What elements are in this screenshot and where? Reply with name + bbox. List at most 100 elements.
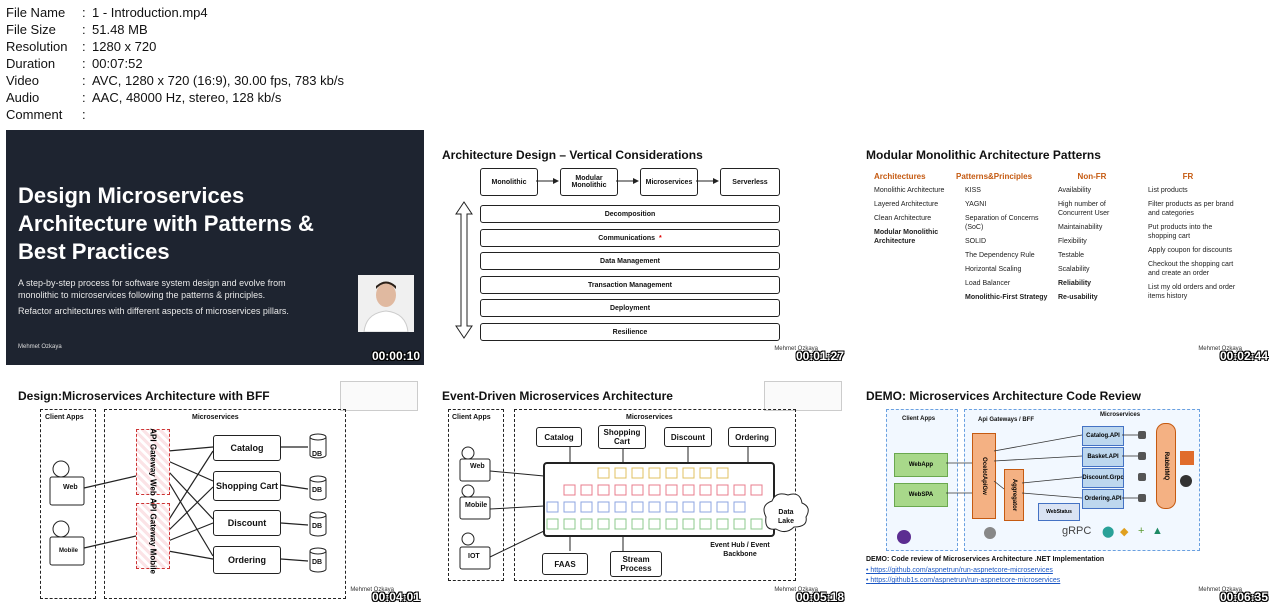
grpc-logo: gRPC [1062,525,1092,537]
microservices-label: Microservices [192,414,239,421]
slide-author: Mehmet Ozkaya [18,344,62,350]
thumbnail-4[interactable]: Design:Microservices Architecture with B… [6,371,424,606]
slide-title: Architecture Design – Vertical Considera… [442,148,703,162]
client-iot-label: IOT [468,553,480,560]
column-patterns: Patterns&Principles KISS YAGNI Separatio… [956,172,1048,301]
client-mobile-label: Mobile [465,502,488,509]
info-row: File Size:51.48 MB [6,22,148,37]
slide-author: Mehmet Ozkaya [350,587,394,593]
db-label: DB [312,451,323,458]
elastic-icon: ⬤ [1102,526,1115,538]
service-shopping-cart: Shopping Cart [598,425,646,449]
layer-deployment: Deployment [480,299,780,317]
slide: Modular Monolithic Architecture Patterns… [854,130,1272,365]
column-non-fr: Non-FR Availability High number of Concu… [1058,172,1110,301]
microservices-group [104,409,346,599]
file-info: File Name:1 - Introduction.mp4 File Size… [6,4,344,123]
data-lake-label: Data Lake [778,509,794,525]
slide: Design:Microservices Architecture with B… [6,371,424,606]
slide-title: Event-Driven Microservices Architecture [442,389,673,403]
slide-title: Modular Monolithic Architecture Patterns [866,148,1101,162]
api-gateway-mobile: API Gateway Mobile [136,498,170,574]
client-apps-label: Client Apps [452,414,491,421]
event-diagram [459,446,809,570]
webstatus-box: WebStatus [1038,503,1080,521]
slide: Architecture Design – Vertical Considera… [430,130,848,365]
info-row: Video:AVC, 1280 x 720 (16:9), 30.00 fps,… [6,73,344,88]
webspa-box: WebSPA [894,483,948,507]
timestamp: 00:06:35 [1219,590,1268,604]
ocelot-gateway: OcelotApiGw [972,433,996,519]
thumbnail-1[interactable]: Design Microservices Architecture with P… [6,130,424,365]
demo-text: DEMO: Code review of Microservices Archi… [866,556,1105,563]
timestamp: 00:01:27 [795,349,844,363]
slide-title: Design:Microservices Architecture with B… [18,389,270,403]
course-title: Design Microservices Architecture with P… [18,183,314,264]
step-monolithic: Monolithic [480,168,538,196]
presenter-photo [358,275,414,333]
step-modular-monolithic: Modular Monolithic [560,168,618,196]
arrows [455,178,719,339]
discount-grpc-box: Discount.Grpc [1082,468,1124,488]
mini-diagram [764,381,842,411]
repo-link[interactable]: • https://github.com/aspnetrun/run-aspne… [866,567,1053,574]
thumbnail-6[interactable]: DEMO: Microservices Architecture Code Re… [854,371,1272,606]
slide: DEMO: Microservices Architecture Code Re… [854,371,1272,606]
kibana-icon: ◆ [1120,526,1129,538]
stream-process-box: Stream Process [610,551,662,577]
client-apps-group [448,409,504,581]
layer-communications: Communications* [480,229,780,247]
service-shopping-cart: Shopping Cart [213,471,281,501]
gateways-label: Api Gateways / BFF [978,417,1035,423]
aggregator-box: Aggregator [1004,469,1024,521]
info-row: Comment: [6,107,86,122]
client-apps-group [40,409,96,599]
repo-link-github1s[interactable]: • https://github1s.com/aspnetrun/run-asp… [866,577,1061,584]
slide-title: DEMO: Microservices Architecture Code Re… [866,389,1141,403]
slide-author: Mehmet Ozkaya [1198,346,1242,352]
service-discount: Discount [664,427,712,447]
service-ordering: Ordering [728,427,776,447]
microservices-label: Microservices [626,414,673,421]
ordering-api-box: Ordering.API [1082,489,1124,509]
k8s-icon: ▲ [1152,525,1163,537]
slide-author: Mehmet Ozkaya [774,587,818,593]
timestamp: 00:04:01 [371,590,420,604]
basket-api-box: Basket.API [1082,447,1124,467]
catalog-api-box: Catalog.API [1082,426,1124,446]
client-apps-label: Client Apps [45,414,84,421]
rabbitmq-box: RabbitMQ [1156,423,1176,509]
layer-resilience: Resilience [480,323,780,341]
db-label: DB [312,559,323,566]
layer-decomposition: Decomposition [480,205,780,223]
thumbnail-2[interactable]: Architecture Design – Vertical Considera… [430,130,848,365]
connections [897,431,1194,544]
info-row: Audio:AAC, 48000 Hz, stereo, 128 kb/s [6,90,282,105]
client-web-label: Web [470,463,485,470]
slide-author: Mehmet Ozkaya [774,346,818,352]
mini-diagram [340,381,418,411]
thumbnail-3[interactable]: Modular Monolithic Architecture Patterns… [854,130,1272,365]
slide: Event-Driven Microservices Architecture … [430,371,848,606]
layer-data-management: Data Management [480,252,780,270]
connections [49,433,327,573]
faas-box: FAAS [542,553,588,575]
client-mobile-label: Mobile [59,548,78,554]
info-row: File Name:1 - Introduction.mp4 [6,5,208,20]
db-label: DB [312,487,323,494]
column-fr: FR List products Filter products as per … [1148,172,1236,300]
client-web-label: Web [63,484,78,491]
client-apps-label: Client Apps [902,416,936,422]
thumbnail-5[interactable]: Event-Driven Microservices Architecture … [430,371,848,606]
info-row: Resolution:1280 x 720 [6,39,157,54]
timestamp: 00:00:10 [371,349,420,363]
plus-icon: + [1138,525,1145,537]
step-serverless: Serverless [720,168,780,196]
db-label: DB [312,523,323,530]
microservices-label: Microservices [1100,412,1141,418]
column-architectures: Architectures Monolithic Architecture La… [874,172,945,245]
timestamp: 00:02:44 [1219,349,1268,363]
course-description: A step-by-step process for software syst… [18,278,289,316]
service-discount: Discount [213,510,281,536]
event-hub-label: Event Hub / Event Backbone [710,542,770,558]
